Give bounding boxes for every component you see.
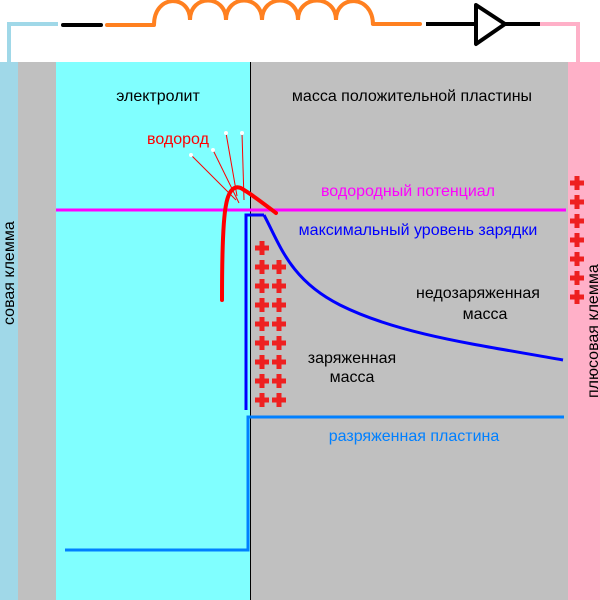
plus-sign-icon [255,374,269,388]
plus-sign-icon [272,336,286,350]
plus-sign-icon [570,233,584,247]
inductor-coil-icon [152,0,375,26]
hydrogen-curve [220,185,278,302]
plus-sign-icon [255,393,269,407]
plus-sign-icon [255,260,269,274]
positive-terminal-label: плюсовая клемма [585,264,600,398]
plus-sign-icon [570,195,584,209]
plus-sign-icon [255,241,269,255]
plus-sign-icon [570,252,584,266]
plus-sign-icon [570,214,584,228]
hydrogen-potential-label: водородный потенциал [321,183,495,200]
positive-mass-label: масса положительной пластины [292,88,532,105]
max-charge-curve [262,214,564,362]
charged-mass-label-2: масса [330,369,375,386]
plus-sign-icon [255,336,269,350]
plus-sign-icon [272,260,286,274]
plus-sign-icon [255,355,269,369]
plus-sign-icon [272,279,286,293]
plus-sign-icon [570,290,584,304]
plus-sign-icon [255,298,269,312]
plus-sign-icon [570,176,584,190]
plus-sign-icon [272,374,286,388]
plus-sign-icon [570,271,584,285]
plus-sign-icon [255,317,269,331]
charged-mass-label-1: заряженная [308,350,396,367]
plus-sign-icon [272,317,286,331]
plus-sign-icon [272,298,286,312]
undercharged-mass-label-1: недозаряженная [416,285,540,302]
diode-icon [474,3,507,46]
electrolyte-region [56,62,250,600]
negative-wire [7,22,58,62]
plus-sign-icon [255,279,269,293]
discharged-plate-line [65,415,564,552]
plus-signs [255,176,584,407]
positive-terminal-region [568,62,600,600]
plus-sign-icon [272,355,286,369]
max-charge-label: максимальный уровень зарядки [299,222,538,239]
negative-terminal-region [0,62,18,600]
negative-terminal-label: совая клемма [1,221,18,325]
max-charge-vertical [244,213,264,410]
discharged-plate-label: разряженная пластина [329,428,500,445]
plus-sign-icon [272,393,286,407]
negative-plate-region [18,62,56,600]
hydrogen-label: водород [147,131,210,148]
undercharged-mass-label-2: масса [463,306,508,323]
hydrogen-bubble-dots [189,131,244,157]
electrolyte-label: электролит [116,88,200,105]
positive-wire [540,22,580,62]
